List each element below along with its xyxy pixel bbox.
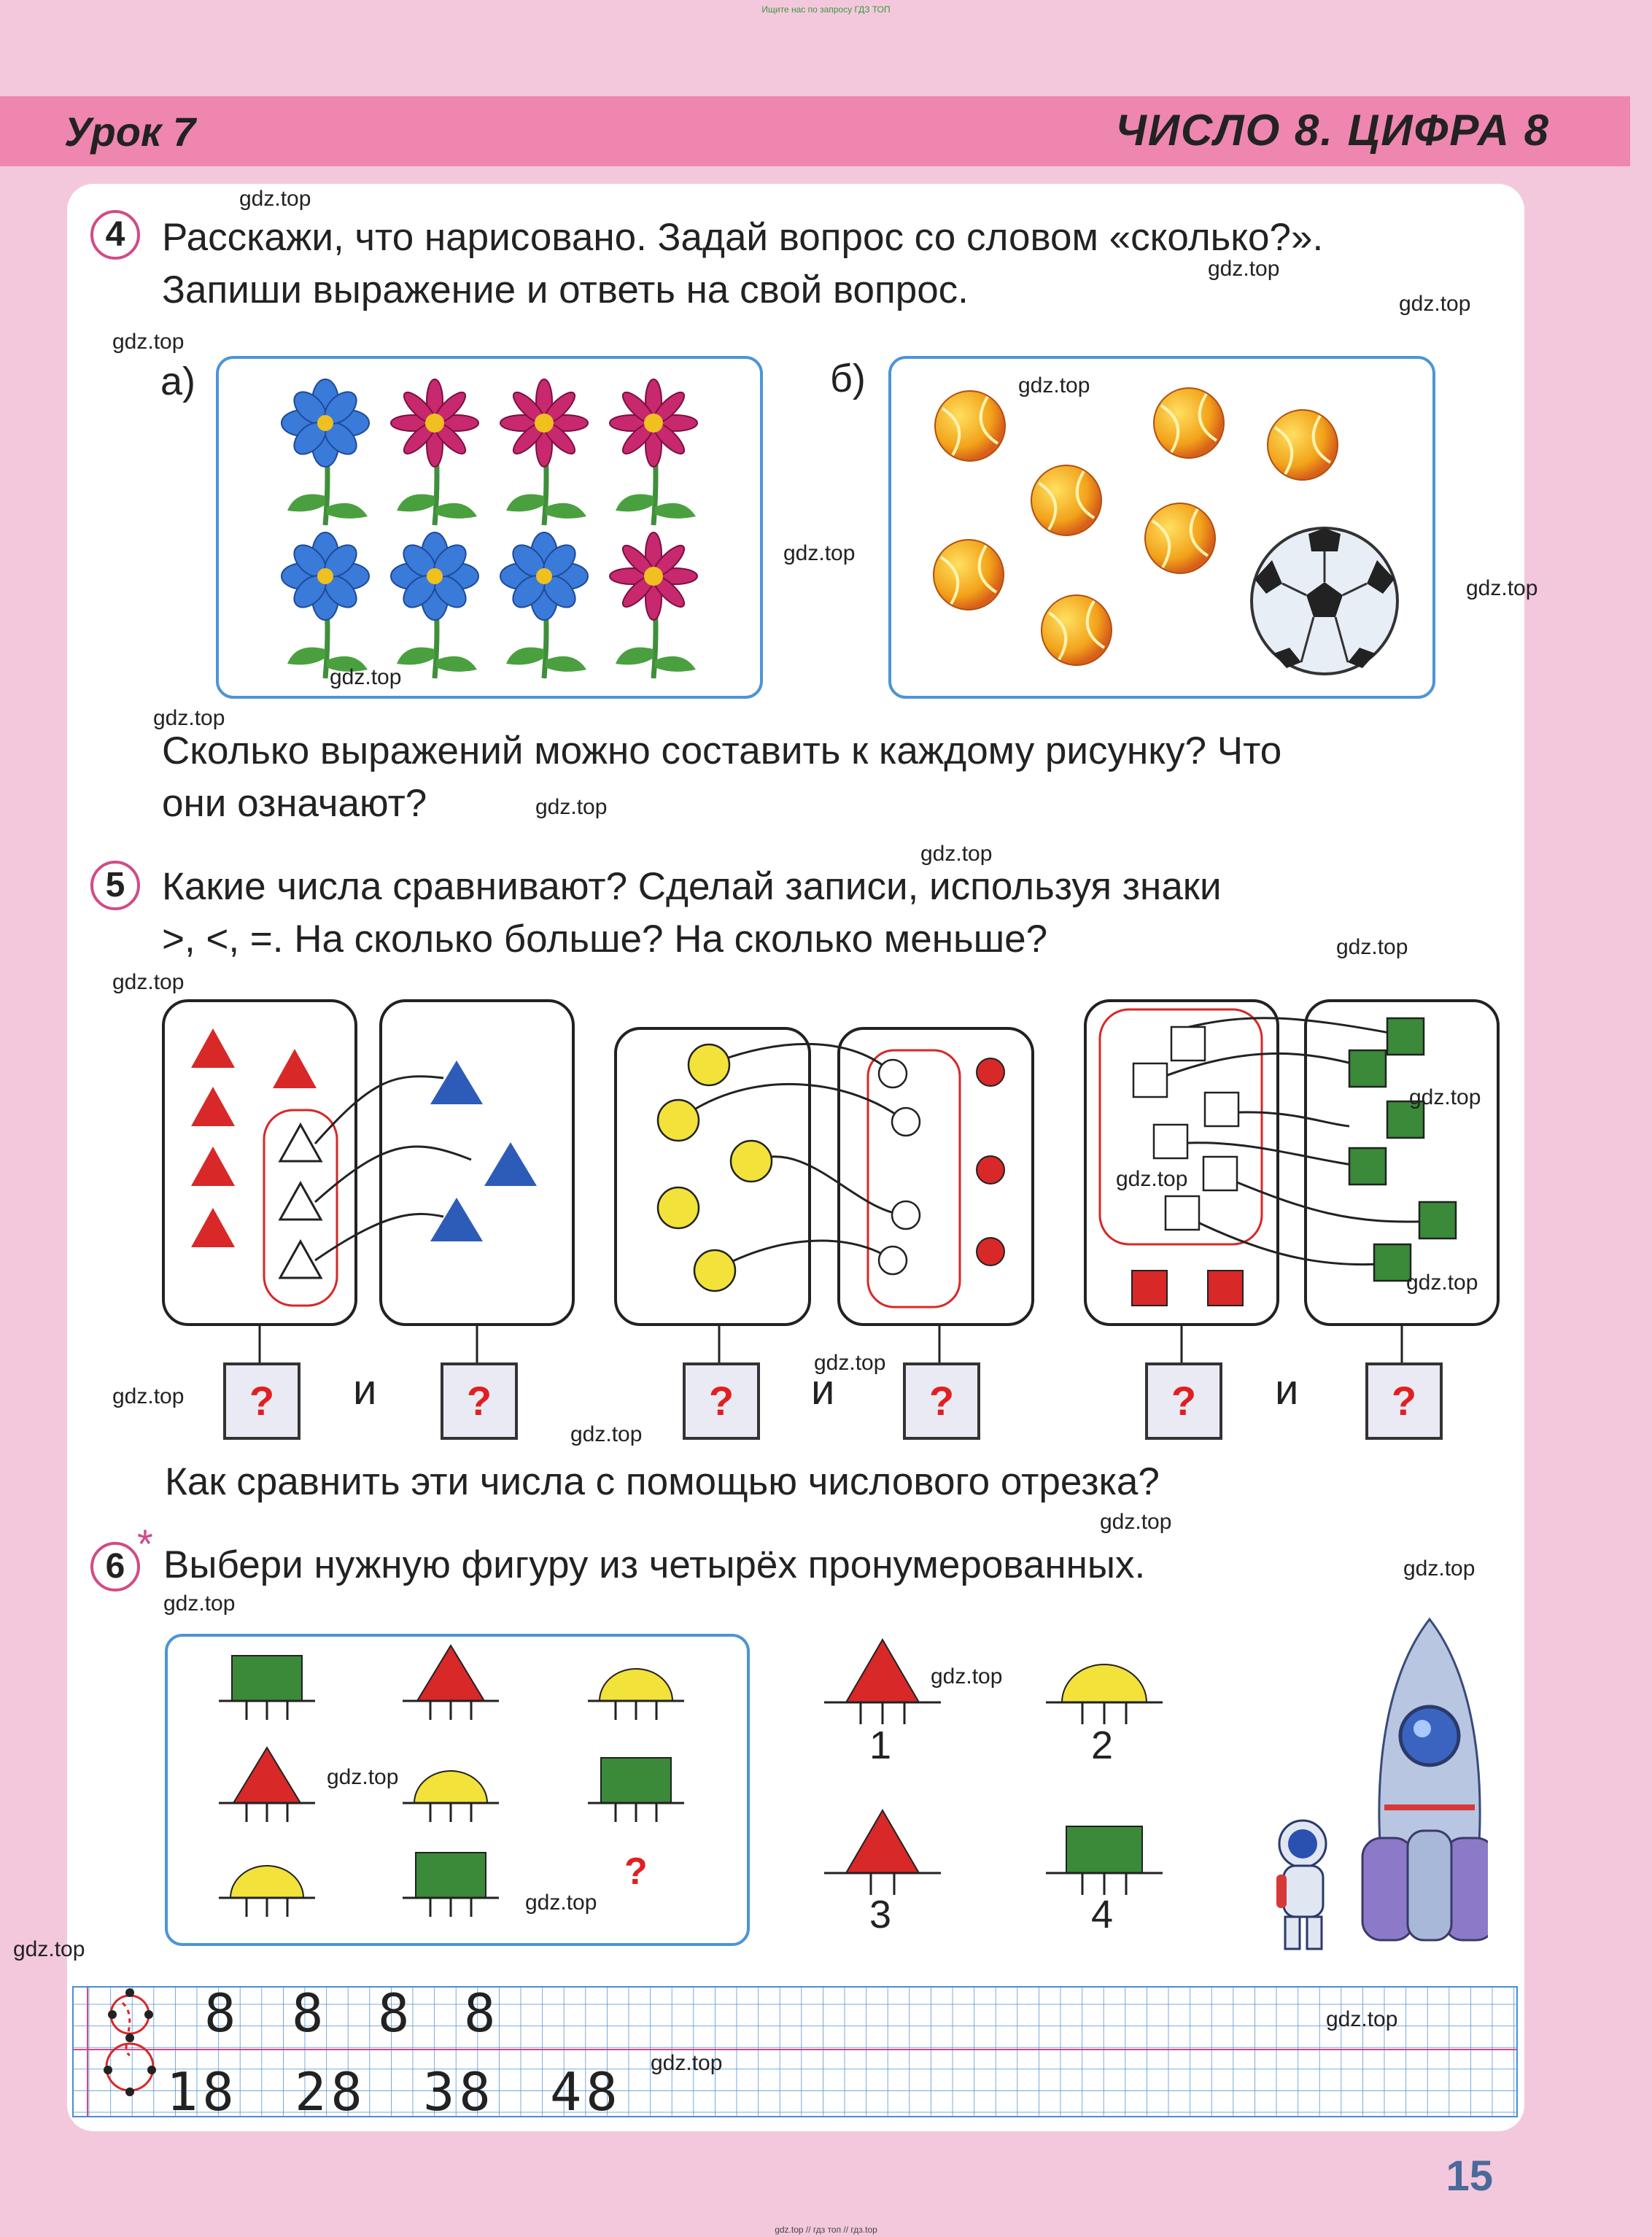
- bottom-note: gdz.top // гдз топ // гдз.top: [775, 2225, 877, 2235]
- answer-box[interactable]: ?: [903, 1362, 980, 1440]
- pattern-grid: [217, 1644, 686, 1918]
- comparison-diagrams: [162, 999, 1500, 1362]
- copy-row1-digit: 8: [464, 1982, 496, 2044]
- watermark: gdz.top: [1403, 1556, 1475, 1581]
- pink-flower: [391, 379, 478, 525]
- watermark: gdz.top: [112, 970, 185, 994]
- task4-question-line1: Сколько выражений можно составить к кажд…: [162, 729, 1282, 772]
- answer-box[interactable]: ?: [1145, 1362, 1222, 1440]
- question-mark: ?: [928, 1378, 955, 1424]
- answer-box[interactable]: ?: [683, 1362, 760, 1440]
- task4-text-line2: Запиши выражение и ответь на свой вопрос…: [162, 268, 969, 311]
- top-note: Ищите нас по запросу ГДЗ ТОП: [761, 4, 891, 15]
- task4-text-line1: Расскажи, что нарисовано. Задай вопрос с…: [162, 216, 1324, 259]
- option-1: [823, 1638, 942, 1726]
- copy-row2-number: 28: [295, 2061, 367, 2122]
- task5-number: 5: [90, 861, 140, 910]
- watermark: gdz.top: [330, 665, 402, 689]
- pink-flower: [610, 532, 697, 678]
- numbered-options: [823, 1638, 1164, 1896]
- and-word: и: [353, 1366, 377, 1414]
- pink-flower: [500, 379, 588, 525]
- watermark: gdz.top: [1100, 1510, 1172, 1534]
- question-mark: ?: [249, 1378, 275, 1424]
- task5-text-line2: >, <, =. На сколько больше? На сколько м…: [162, 918, 1048, 961]
- watermark: gdz.top: [783, 541, 856, 565]
- watermark: gdz.top: [1326, 2007, 1398, 2031]
- and-word: и: [811, 1366, 835, 1414]
- watermark: gdz.top: [570, 1422, 643, 1446]
- flowers-picture: [216, 356, 763, 699]
- watermark: gdz.top: [1208, 257, 1280, 281]
- watermark: gdz.top: [153, 706, 225, 730]
- copy-row2-number: 38: [423, 2061, 495, 2122]
- blue-flower: [282, 379, 369, 525]
- watermark: gdz.top: [1399, 292, 1471, 316]
- task6-number: 6: [90, 1542, 140, 1592]
- option-4-label[interactable]: 4: [1091, 1893, 1114, 1936]
- page-number: 15: [1446, 2152, 1493, 2200]
- watermark: gdz.top: [1409, 1085, 1481, 1109]
- blue-flower: [500, 532, 588, 678]
- watermark: gdz.top: [239, 187, 311, 211]
- task4-question-line2: они означают?: [162, 782, 427, 825]
- header-band: [0, 96, 1630, 166]
- copy-row1-digit: 8: [378, 1982, 410, 2044]
- answer-box[interactable]: ?: [1365, 1362, 1443, 1440]
- watermark: gdz.top: [1466, 576, 1538, 600]
- question-mark: ?: [1391, 1378, 1417, 1424]
- question-mark: ?: [708, 1378, 734, 1424]
- watermark: gdz.top: [327, 1765, 399, 1789]
- answer-box[interactable]: ?: [441, 1362, 518, 1440]
- option-3-label[interactable]: 3: [869, 1893, 892, 1936]
- copy-row2-number: 48: [550, 2061, 622, 2122]
- watermark: gdz.top: [1018, 373, 1090, 398]
- lesson-label: Урок 7: [64, 109, 196, 155]
- watermark: gdz.top: [1406, 1271, 1478, 1295]
- option-3: [824, 1809, 941, 1895]
- watermark: gdz.top: [112, 330, 185, 354]
- rocket-illustration: [1276, 1617, 1488, 1950]
- task5-question: Как сравнить эти числа с помощью числово…: [165, 1460, 1160, 1503]
- watermark: gdz.top: [13, 1937, 85, 1961]
- task4-label-a: а): [160, 360, 196, 403]
- and-word: и: [1275, 1366, 1299, 1414]
- task6-text: Выбери нужную фигуру из четырёх пронумер…: [163, 1543, 1146, 1586]
- soccer-ball: [1250, 527, 1399, 675]
- watermark: gdz.top: [1116, 1167, 1188, 1191]
- option-4: [1044, 1826, 1164, 1896]
- copy-row1-digit: 8: [204, 1982, 236, 2044]
- option-2: [1044, 1664, 1164, 1726]
- task4-label-b: б): [830, 357, 866, 400]
- watermark: gdz.top: [163, 1592, 236, 1616]
- task5-text-line1: Какие числа сравнивают? Сделай записи, и…: [162, 865, 1222, 908]
- balls-picture: [932, 387, 1399, 675]
- answer-box[interactable]: ?: [223, 1362, 300, 1440]
- watermark: gdz.top: [931, 1664, 1003, 1689]
- watermark: gdz.top: [525, 1891, 597, 1915]
- pink-flower: [610, 379, 697, 525]
- star-mark: *: [137, 1521, 153, 1567]
- watermark: gdz.top: [814, 1351, 886, 1375]
- question-mark: ?: [466, 1378, 492, 1424]
- missing-figure-mark: ?: [624, 1850, 648, 1893]
- watermark: gdz.top: [112, 1384, 185, 1408]
- watermark: gdz.top: [920, 842, 993, 866]
- watermark: gdz.top: [1336, 935, 1408, 959]
- copybook-grid: [72, 1986, 1518, 2117]
- task4-number: 4: [90, 210, 140, 260]
- watermark: gdz.top: [535, 795, 608, 819]
- copy-row1-digit: 8: [292, 1982, 324, 2044]
- blue-flower: [391, 532, 478, 678]
- topic-title: ЧИСЛО 8. ЦИФРА 8: [1115, 106, 1550, 155]
- watermark: gdz.top: [651, 2051, 723, 2075]
- copy-row2-number: 18: [166, 2061, 239, 2122]
- option-2-label[interactable]: 2: [1091, 1724, 1114, 1767]
- question-mark: ?: [1171, 1378, 1197, 1424]
- option-1-label[interactable]: 1: [869, 1724, 892, 1767]
- blue-flower: [282, 532, 369, 678]
